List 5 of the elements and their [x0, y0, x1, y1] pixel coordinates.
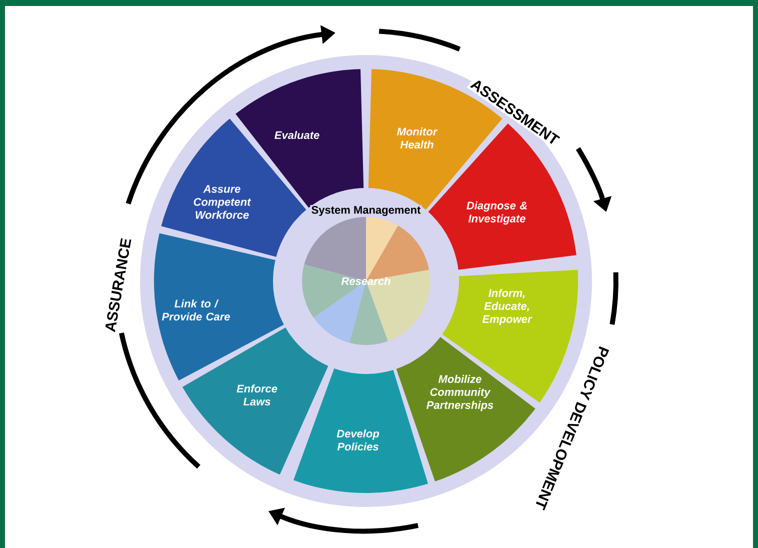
wheel-segment: Enforce Laws — [182, 327, 328, 475]
wheel-segment: Develop Policies — [294, 368, 428, 493]
wheel-segment: Mobilize Community Partnerships — [396, 336, 536, 482]
wheel-segment: Link to / Provide Care — [154, 233, 284, 380]
node-label: System Management — [312, 206, 421, 216]
